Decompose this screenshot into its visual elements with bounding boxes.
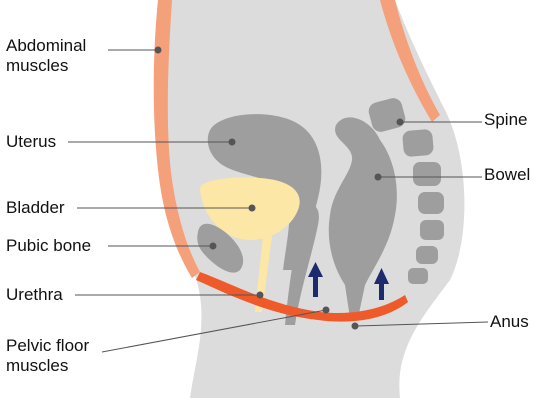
label-bowel: Bowel [484,165,530,185]
label-urethra: Urethra [6,285,63,305]
label-uterus: Uterus [6,132,56,152]
label-bladder: Bladder [6,198,65,218]
label-abdominal-muscles: Abdominal muscles [6,36,86,76]
label-spine: Spine [484,110,527,130]
label-pubic-bone: Pubic bone [6,236,91,256]
label-pelvic-floor-muscles: Pelvic floor muscles [6,336,89,376]
label-anus: Anus [490,312,529,332]
